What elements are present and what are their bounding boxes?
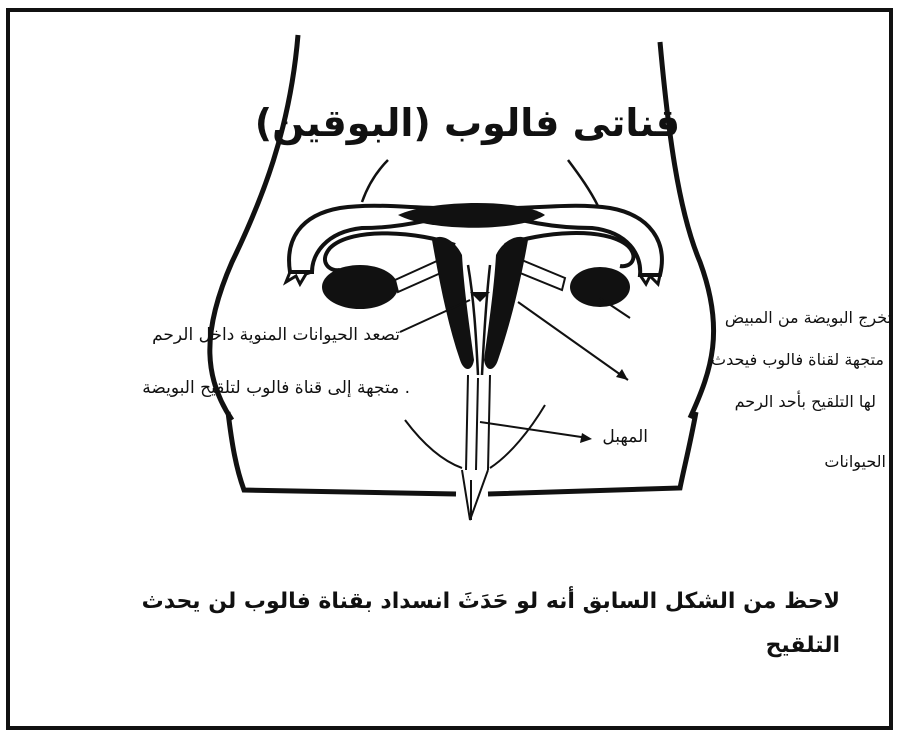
leg-outline-left	[228, 412, 456, 494]
sperm-label-line-2: . متجهة إلى قناة فالوب لتلقيح البويضة	[30, 378, 410, 399]
title-pointer-left	[362, 160, 388, 202]
uterus-wall-right	[484, 237, 528, 369]
egg-label-line-2: متجهة لقناة فالوب فيحدث	[612, 350, 884, 370]
ovary-right	[570, 267, 630, 307]
title-pointer-right	[568, 160, 598, 206]
note-line-1: لاحظ من الشكل السابق أنه لو حَدَثَ انسدا…	[40, 588, 840, 616]
sperm-label-line-1: تصعد الحيوانات المنوية داخل الرحم	[30, 325, 400, 346]
fallopian-tubes-title: قناتى فالوب (البوقين)	[300, 100, 680, 148]
vulva-line-right	[490, 405, 545, 468]
uterus-wall-left	[432, 237, 474, 369]
vaginal-opening	[462, 470, 488, 520]
egg-label-line-3: لها التلقيح بأحد الرحم	[612, 392, 876, 412]
note-line-2: التلقيح	[40, 632, 840, 660]
vagina-label: المهبل	[560, 427, 648, 448]
vulva-line-left	[405, 420, 462, 468]
egg-label-line-1: تخرج البويضة من المبيض	[612, 308, 892, 328]
ovary-left	[322, 265, 398, 309]
fertilization-arrowhead	[616, 369, 628, 380]
leg-outline-right	[488, 412, 696, 494]
egg-label-line-4: الحيوانات	[700, 452, 886, 472]
body-outline-left	[210, 35, 298, 420]
